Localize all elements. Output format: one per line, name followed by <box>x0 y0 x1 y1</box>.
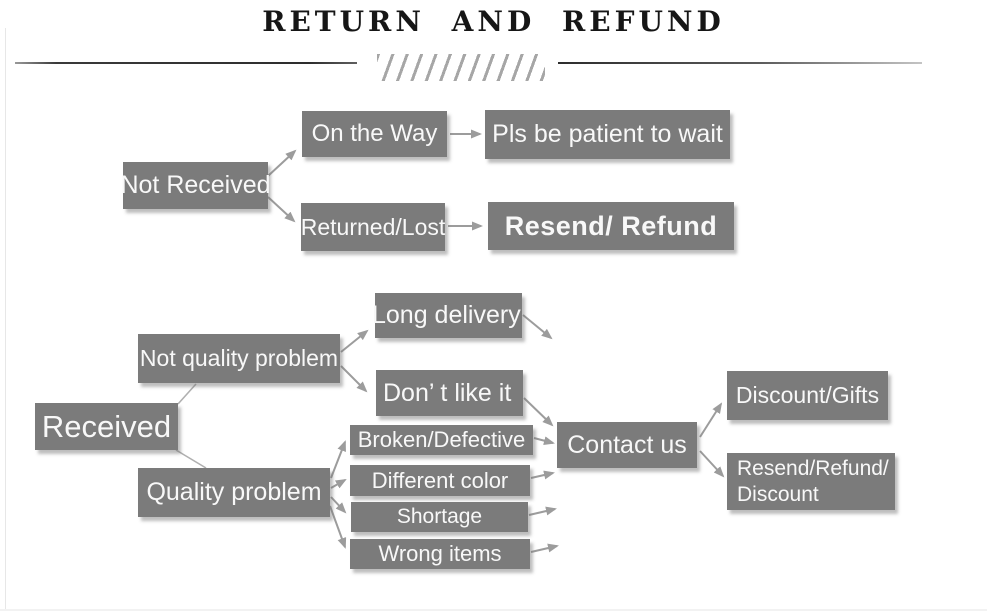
edge-contact_us-to-discount_gifts <box>699 402 723 438</box>
edge-quality_problem-to-wrong_items <box>329 505 347 549</box>
node-dont-like-it: Don’ t like it <box>376 370 523 416</box>
edge-received-to-not_quality_problem <box>177 383 197 405</box>
edge-shortage-to-contact_us <box>528 506 557 516</box>
node-discount-gifts: Discount/Gifts <box>727 371 888 420</box>
edge-not_quality_problem-to-dont_like_it <box>340 365 368 393</box>
edge-dont_like_it-to-contact_us <box>523 397 554 427</box>
divider-right-line <box>558 62 922 64</box>
divider-hatch-marks <box>377 54 545 81</box>
node-on-the-way: On the Way <box>302 111 447 157</box>
node-received: Received <box>35 403 178 450</box>
node-wrong-items: Wrong items <box>350 539 530 569</box>
node-different-color: Different color <box>350 465 530 496</box>
edge-quality_problem-to-shortage <box>330 496 347 514</box>
node-pls-be-patient-to-wait: Pls be patient to wait <box>485 110 730 159</box>
node-not-quality-problem: Not quality problem <box>138 334 340 383</box>
node-resend-refund: Resend/ Refund <box>488 202 734 250</box>
node-resend-refund-discount: Resend/Refund/ Discount <box>727 453 895 510</box>
node-long-delivery: Long delivery <box>372 293 522 338</box>
edge-not_received-to-on_the_way <box>267 149 297 177</box>
node-shortage: Shortage <box>351 502 528 532</box>
node-not-received: Not Received <box>120 162 271 209</box>
edge-not_received-to-returned_lost <box>267 196 296 223</box>
edge-not_quality_problem-to-long_delivery <box>340 329 369 353</box>
node-contact-us: Contact us <box>557 422 697 468</box>
edge-received-to-quality_problem <box>175 449 207 469</box>
divider-left-line <box>15 62 357 64</box>
node-quality-problem: Quality problem <box>138 468 330 517</box>
edge-quality_problem-to-different_color <box>330 479 347 489</box>
page-left-edge-line <box>5 28 6 611</box>
node-returned-lost: Returned/Lost <box>301 203 445 251</box>
page-title: RETURN AND REFUND <box>262 5 725 38</box>
page-bottom-edge-line <box>0 609 987 611</box>
edge-contact_us-to-resend_refund_discount <box>699 450 725 478</box>
node-broken-defective: Broken/Defective <box>350 425 533 455</box>
edge-different_color-to-contact_us <box>530 470 555 480</box>
edge-broken_defective-to-contact_us <box>533 436 555 446</box>
edge-long_delivery-to-contact_us <box>522 314 553 340</box>
edge-quality_problem-to-broken_defective <box>330 440 346 479</box>
edge-wrong_items-to-contact_us <box>530 543 559 553</box>
